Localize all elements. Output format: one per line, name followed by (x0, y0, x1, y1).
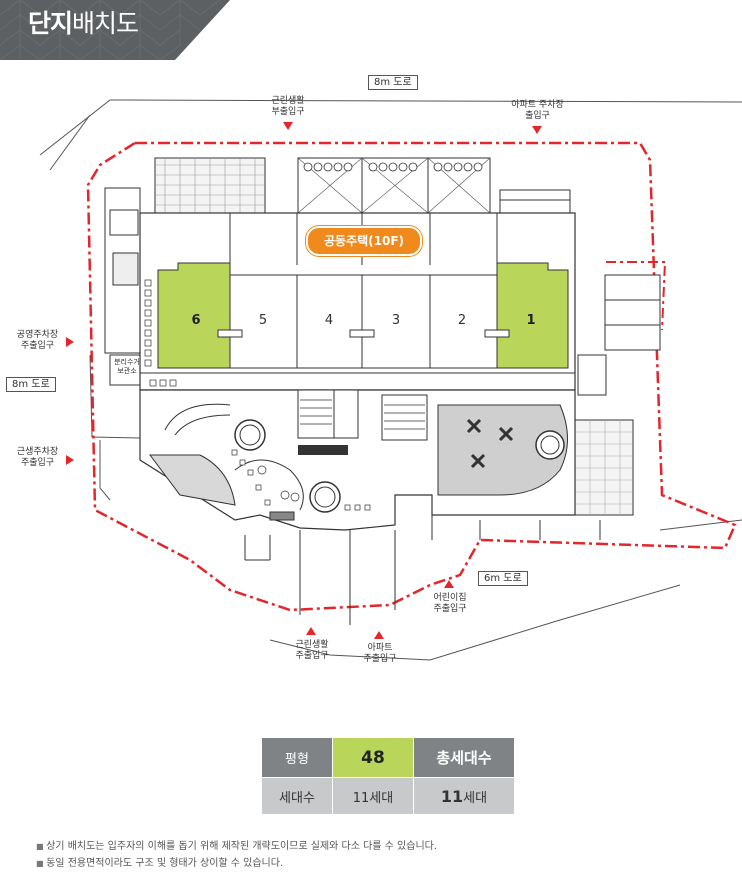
unit-number: 3 (391, 313, 401, 328)
unit-number: 6 (191, 313, 201, 328)
table-cell: 48 (332, 737, 414, 778)
entrance-arrow-left-lower (66, 455, 74, 465)
unit-number: 1 (526, 313, 536, 328)
notes: 상기 배치도는 입주자의 이해를 돕기 위해 제작된 개략도이므로 실제와 다소… (36, 838, 437, 872)
entrance-arrow-top-left (283, 122, 293, 130)
note-item: 동일 전용면적이라도 구조 및 형태가 상이할 수 있습니다. (36, 855, 437, 872)
entrance-arrow-bottom-mid (374, 631, 384, 639)
unit-number: 4 (324, 313, 334, 328)
table-cell: 11세대 (413, 777, 515, 815)
road-label-left: 8m 도로 (6, 377, 56, 392)
title-banner (0, 0, 230, 60)
table-cell: 세대수 (261, 777, 333, 815)
unit-number: 5 (258, 313, 268, 328)
entrance-arrow-left-upper (66, 337, 74, 347)
entrance-arrow-bottom-left (306, 627, 316, 635)
site-plan-drawing (39, 99, 742, 661)
table-cell: 평형 (261, 737, 333, 778)
table-cell: 총세대수 (413, 737, 515, 778)
unit-number: 2 (457, 313, 467, 328)
entrance-arrow-top-right (532, 126, 542, 134)
note-item: 상기 배치도는 입주자의 이해를 돕기 위해 제작된 개략도이므로 실제와 다소… (36, 838, 437, 855)
entrance-arrow-bottom-right (444, 580, 454, 588)
building-label: 공동주택(10F) (306, 226, 422, 256)
page-header: 단지배치도 (0, 0, 742, 60)
road-label-bottom-right: 6m 도로 (478, 571, 528, 586)
table-cell: 11세대 (332, 777, 414, 815)
road-label-top: 8m 도로 (368, 75, 418, 90)
unit-info-table: 평형 48 총세대수 세대수 11세대 11세대 (261, 737, 515, 815)
page-title: 단지배치도 (28, 9, 139, 38)
